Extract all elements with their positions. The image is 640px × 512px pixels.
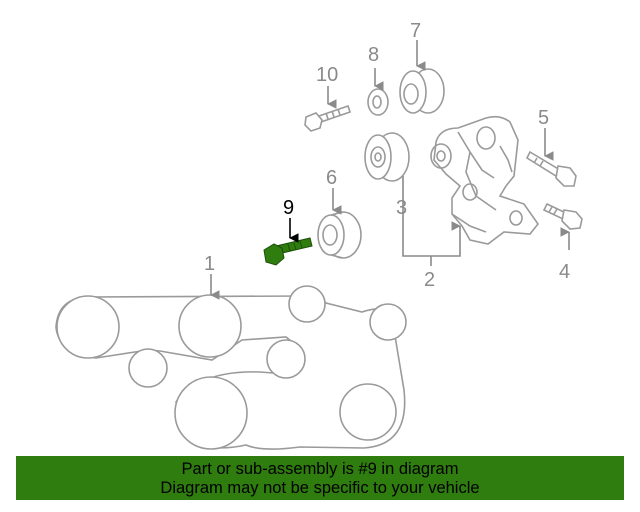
- washer-8: [367, 88, 389, 116]
- callout-9: 9: [283, 197, 294, 219]
- callout-4: 4: [559, 261, 570, 283]
- tensioner-assembly-2: [430, 115, 539, 245]
- pulley-ac-compressor: [339, 383, 397, 441]
- bolt-9-head: [263, 243, 285, 266]
- callout-6: 6: [326, 167, 337, 189]
- bolt-9-highlighted: [263, 237, 313, 266]
- bolt-5: [525, 150, 577, 187]
- callout-3: 3: [396, 197, 407, 219]
- pulley-power-steering: [174, 376, 248, 450]
- pulley-7: [399, 68, 445, 114]
- callout-7: 7: [410, 20, 421, 42]
- pulley-small-left: [128, 348, 168, 388]
- callout-2: 2: [424, 269, 435, 291]
- idler-pulley-6: [317, 211, 362, 259]
- tensioner-pulley-3: [364, 132, 410, 182]
- pulley-alternator: [178, 294, 242, 358]
- callout-1: 1: [204, 253, 215, 275]
- banner-line-2: Diagram may not be specific to your vehi…: [160, 479, 480, 497]
- callout-5: 5: [538, 107, 549, 129]
- callout-8: 8: [368, 44, 379, 66]
- bolt-10: [304, 104, 352, 132]
- pulley-right: [369, 303, 407, 341]
- callout-numbers: 1 2 3 4 5 6 7 8 10 9: [204, 20, 570, 291]
- pulley-idler-upper: [288, 285, 326, 323]
- bolt-4: [542, 202, 583, 230]
- pulley-crankshaft: [56, 295, 120, 359]
- belt-and-pulleys: [55, 285, 407, 450]
- callout-10: 10: [316, 64, 338, 86]
- leader-lines: [210, 40, 570, 300]
- info-banner: Part or sub-assembly is #9 in diagram Di…: [16, 456, 624, 500]
- banner-line-1: Part or sub-assembly is #9 in diagram: [181, 460, 459, 478]
- pulley-tensioner: [266, 339, 306, 379]
